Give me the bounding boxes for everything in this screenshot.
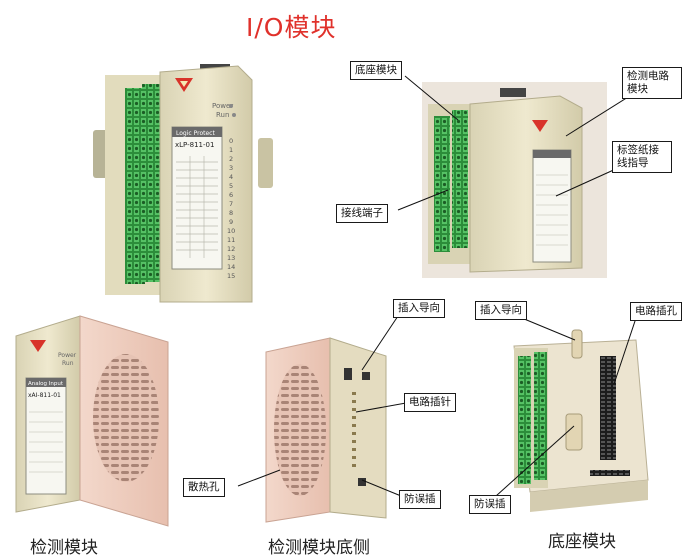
channel-number: 15: [227, 272, 235, 280]
anti-misinsert-slot: [358, 478, 366, 486]
leader-circuit-pin: [355, 402, 407, 413]
terminal-block-right: [534, 352, 547, 480]
brand-text: Analog Input: [28, 381, 64, 387]
label-card: [171, 126, 223, 270]
channel-number: 12: [227, 245, 235, 253]
circuit-socket-strip: [600, 356, 616, 460]
run-label: Run: [216, 111, 229, 119]
leader-base-module: [404, 75, 459, 121]
channel-number: 13: [227, 254, 235, 262]
leader-circuit-socket: [613, 317, 637, 385]
power-led: [229, 104, 233, 108]
callout-anti-misinsert-1: 防误插: [399, 490, 441, 509]
callout-insert-guide-1: 插入导向: [393, 299, 445, 318]
insert-guide-post: [571, 329, 583, 359]
terminal-block-left: [434, 116, 450, 252]
channel-number: 10: [227, 227, 235, 235]
callout-leader-lines: [237, 75, 637, 499]
base-module-assembly-photo: [422, 82, 607, 278]
module-bottom: [329, 337, 387, 519]
terminal-block-left: [125, 88, 145, 284]
callout-wiring-terminal: 接线端子: [336, 204, 388, 223]
label-card-lines: [29, 411, 63, 473]
guide-hole: [362, 372, 370, 380]
leader-label-paper: [555, 167, 619, 197]
circuit-pin-row: [352, 392, 356, 467]
label-card-header: [533, 150, 571, 158]
leader-anti-misinsert-2: [495, 425, 575, 497]
label-card-header: [172, 127, 222, 137]
run-led: [232, 113, 236, 117]
label-card: [25, 377, 67, 495]
channel-number: 11: [227, 236, 235, 244]
channel-number: 2: [229, 155, 233, 163]
channel-number: 1: [229, 146, 233, 154]
terminal-block-left: [518, 356, 531, 484]
caption-base-module: 底座模块: [548, 532, 616, 552]
top-connector: [500, 88, 526, 97]
channel-number: 9: [229, 218, 233, 226]
channel-number: 0: [229, 137, 233, 145]
channel-number: 8: [229, 209, 233, 217]
warning-triangle-icon: [30, 340, 46, 352]
channel-number: 14: [227, 263, 235, 271]
warning-triangle-inner: [180, 81, 188, 87]
guide-hole: [344, 368, 352, 380]
heatsink-vents: [93, 354, 159, 482]
power-label: Power: [212, 102, 233, 110]
power-label: Power: [58, 352, 77, 359]
callout-circuit-socket: 电路插孔: [630, 302, 682, 321]
warning-triangle-icon: [532, 120, 548, 132]
channel-number-column: 0 1 2 3 4 5 6 7 8 9 10 11 12 13 14 15: [227, 137, 235, 280]
callout-anti-misinsert-2: 防误插: [469, 495, 511, 514]
channel-number: 7: [229, 200, 233, 208]
callout-heat-holes: 散热孔: [183, 478, 225, 497]
channel-number: 4: [229, 173, 233, 181]
brand-text: Logic Protect: [176, 130, 215, 137]
callout-detect-circuit-module: 检测电路模块: [622, 67, 682, 99]
anti-misinsert-post: [565, 413, 583, 451]
model-text: xAI-811-01: [28, 392, 61, 399]
base-module-photo: [513, 329, 649, 512]
leader-insert-guide-2: [516, 315, 576, 341]
label-card-lines: [536, 174, 568, 246]
leader-insert-guide-1: [361, 312, 401, 371]
leader-wiring-terminal: [397, 189, 449, 211]
caption-detect-module-bottom: 检测模块底侧: [268, 538, 370, 558]
leader-anti-misinsert-1: [361, 479, 407, 499]
channel-number: 5: [229, 182, 233, 190]
main-module-photo: Power Run Logic Protect xLP-811-01 0 1 2: [93, 64, 273, 303]
model-text: xLP-811-01: [175, 141, 214, 149]
run-label: Run: [62, 360, 74, 367]
base-plate-edge: [530, 480, 648, 512]
callout-insert-guide-2: 插入导向: [475, 301, 527, 320]
detect-module-bottom-photo: [265, 337, 387, 523]
heatsink-vents: [274, 364, 326, 496]
callout-circuit-pin: 电路插针: [404, 393, 456, 412]
caption-detect-module: 检测模块: [30, 538, 98, 558]
label-card-table-lines: [176, 156, 218, 258]
channel-number: 3: [229, 164, 233, 172]
leader-detect-circuit: [565, 91, 637, 137]
leader-heat-holes: [237, 469, 281, 487]
channel-number: 6: [229, 191, 233, 199]
callout-base-module: 底座模块: [350, 61, 402, 80]
label-card-header: [26, 378, 66, 387]
bottom-connector: [590, 470, 630, 476]
mounting-clip-right: [258, 138, 273, 188]
detect-module-photo: Power Run Analog Input xAI-811-01: [15, 315, 169, 527]
terminal-block-right: [142, 84, 162, 282]
callout-label-paper: 标签纸接线指导: [612, 141, 672, 173]
page-title: I/O模块: [246, 13, 337, 42]
terminal-block-right: [452, 110, 468, 248]
